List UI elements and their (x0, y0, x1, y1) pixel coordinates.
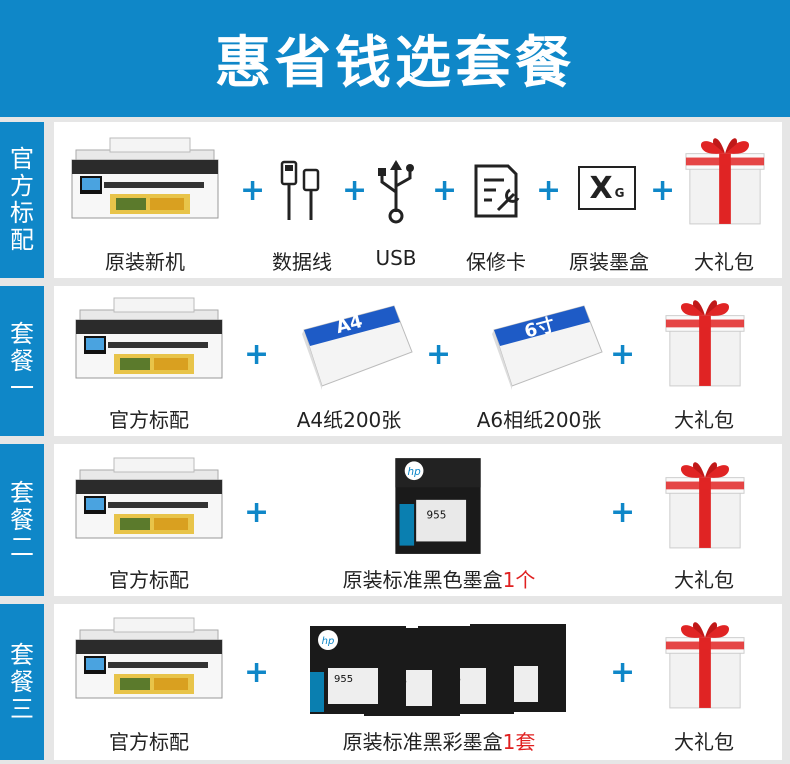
section-package-1: 套餐一 官方标配 + A4 A4纸200张 + 6寸 A6相纸200张 + 大礼… (0, 286, 790, 436)
printer-image (74, 296, 224, 386)
svg-text:955: 955 (334, 674, 353, 685)
item-label: 官方标配 (109, 730, 189, 754)
ink-cartridge-icon: X G (578, 166, 636, 210)
section-panel: 官方标配 + A4 A4纸200张 + 6寸 A6相纸200张 + 大礼包 (54, 286, 782, 436)
section-panel: 官方标配 + 原装标准黑色墨盒1个 + 大礼包 (54, 444, 782, 596)
item-label: 大礼包 (674, 730, 734, 754)
gift-box-image (664, 296, 746, 388)
a6-photo-paper-image: 6寸 (474, 300, 604, 390)
printer-image (70, 136, 220, 226)
header-banner: 惠省钱选套餐 (0, 0, 790, 117)
a4-paper-image: A4 (284, 300, 414, 390)
section-tag-standard: 官方标配 (0, 122, 44, 278)
section-tag-package-2: 套餐二 (0, 444, 44, 596)
section-tag-package-1: 套餐一 (0, 286, 44, 436)
plus-icon: + (610, 655, 636, 690)
plus-icon: + (244, 337, 270, 372)
item-label: 原装标准黑彩墨盒1套 (342, 730, 536, 754)
item-label: A6相纸200张 (476, 408, 602, 432)
plus-icon: + (432, 173, 458, 208)
item-label: 大礼包 (674, 408, 734, 432)
item-label: 保修卡 (466, 250, 526, 274)
item-label: 大礼包 (694, 250, 754, 274)
item-label: 数据线 (272, 250, 332, 274)
page-title: 惠省钱选套餐 (215, 31, 575, 96)
section-tag-package-3: 套餐三 (0, 604, 44, 760)
item-label: 原装新机 (105, 250, 185, 274)
item-label: 原装墨盒 (569, 250, 649, 274)
gift-box-image (664, 458, 746, 550)
plus-icon: + (426, 337, 452, 372)
plus-icon: + (240, 173, 266, 208)
plus-icon: + (244, 655, 270, 690)
printer-image (74, 616, 224, 706)
svg-text:hp: hp (322, 636, 335, 647)
section-panel: 原装新机 + 数据线 + USB + (54, 122, 782, 278)
gift-box-image (664, 618, 746, 710)
warranty-card-icon (470, 162, 524, 220)
section-standard: 官方标配 原装新机 + 数据线 + (0, 122, 790, 278)
plus-icon: + (610, 495, 636, 530)
item-label: 大礼包 (674, 568, 734, 592)
printer-image (74, 456, 224, 546)
plus-icon: + (244, 495, 270, 530)
black-ink-cartridge-image (388, 452, 488, 556)
plus-icon: + (342, 173, 368, 208)
plus-icon: + (536, 173, 562, 208)
plus-icon: + (610, 337, 636, 372)
item-label: 原装标准黑色墨盒1个 (342, 568, 536, 592)
plus-icon: + (650, 173, 676, 208)
data-cable-icon (276, 158, 326, 224)
item-label: 官方标配 (109, 568, 189, 592)
item-label: A4纸200张 (296, 408, 402, 432)
item-label: USB (375, 246, 417, 270)
item-count: 1个 (502, 568, 536, 592)
gift-box-image (684, 134, 766, 226)
item-count: 1套 (502, 730, 536, 754)
section-package-2: 套餐二 官方标配 + 原装标准黑色墨盒1个 + 大礼包 (0, 444, 790, 596)
item-label: 官方标配 (109, 408, 189, 432)
usb-icon (374, 158, 418, 224)
